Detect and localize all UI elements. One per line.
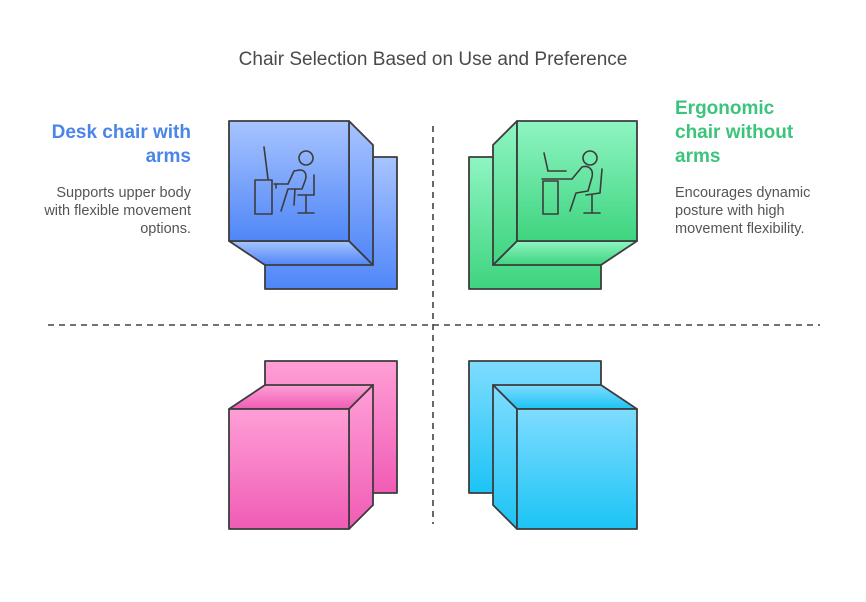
person-at-desk-icon xyxy=(541,150,603,215)
person-at-desk-icon xyxy=(254,146,315,215)
quadrant-top-right-heading: Ergonomic chair without arms xyxy=(675,98,794,167)
quadrant-top-left-description: Supports upper body with flexible moveme… xyxy=(44,185,191,237)
quadrant-top-right-shape xyxy=(468,120,638,290)
quadrant-top-left-heading: Desk chair with arms xyxy=(51,122,191,167)
quadrant-top-left-shape xyxy=(228,120,398,290)
quadrant-top-right-description: Encourages dynamic posture with high mov… xyxy=(675,185,811,237)
diagram-title: Chair Selection Based on Use and Prefere… xyxy=(238,49,628,70)
quadrant-bottom-right-shape xyxy=(468,360,638,530)
quadrant-bottom-left-shape xyxy=(228,360,398,530)
